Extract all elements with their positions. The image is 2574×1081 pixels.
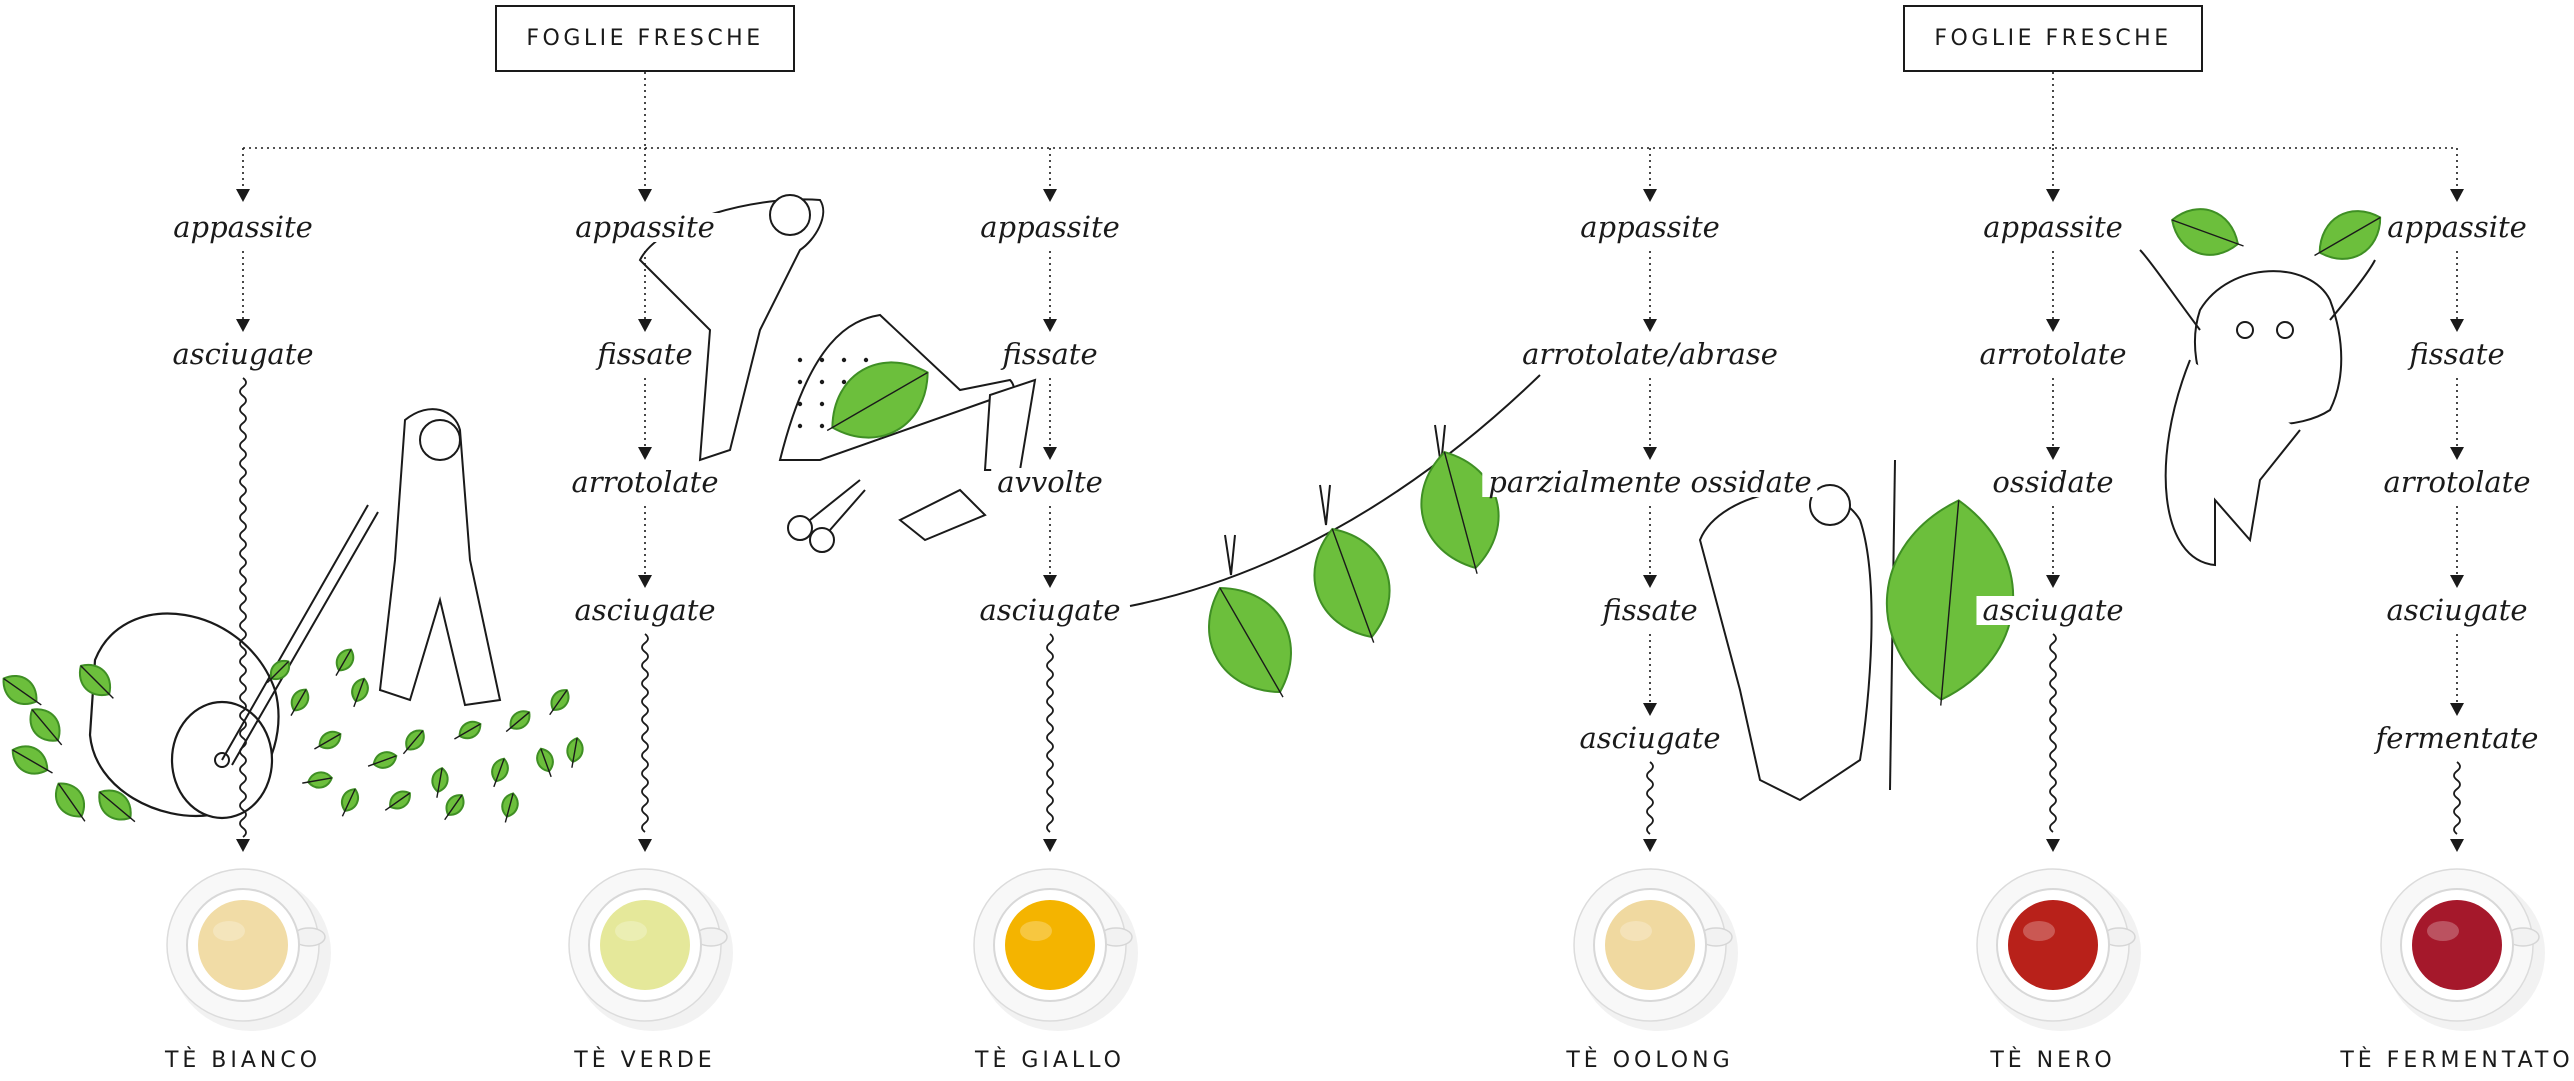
tea-type-label: TÈ VERDE [574,1048,715,1073]
step-label: arrotolate [566,468,725,497]
wavy-connector [2050,634,2056,832]
step-label: arrotolate [1974,340,2133,369]
wavy-connector [1047,634,1053,832]
branch-arrowhead [1043,189,1057,202]
step-label: fissate [591,340,698,369]
tea-type-label: TÈ FERMENTATO [2340,1048,2573,1073]
step-label: appassite [569,213,721,242]
step-arrowhead [236,319,250,332]
cup-arrowhead [236,839,250,852]
step-arrowhead [1643,447,1657,460]
step-arrowhead [2450,575,2464,588]
wavy-connector [1647,762,1653,834]
source-box-right: FOGLIE FRESCHE [1903,5,2203,72]
step-label: asciugate [2380,596,2533,625]
source-label: FOGLIE FRESCHE [526,26,763,51]
step-arrowhead [2450,319,2464,332]
cup-arrowhead [2046,839,2060,852]
cup-arrowhead [1643,839,1657,852]
step-label: appassite [2381,213,2533,242]
step-label: appassite [1574,213,1726,242]
step-label: arrotolate/abrase [1516,340,1784,369]
tea-type-label: TÈ NERO [1990,1048,2115,1073]
step-arrowhead [2046,575,2060,588]
step-label: avvolte [991,468,1109,497]
step-arrowhead [1643,575,1657,588]
step-label: fissate [996,340,1103,369]
step-label: fissate [2403,340,2510,369]
step-arrowhead [1043,319,1057,332]
branch-arrowhead [1643,189,1657,202]
step-arrowhead [638,319,652,332]
cup-arrowhead [2450,839,2464,852]
wavy-connector [240,378,246,837]
tea-type-label: TÈ OOLONG [1566,1048,1733,1073]
step-arrowhead [2046,447,2060,460]
wavy-connector [642,634,648,832]
step-arrowhead [1643,703,1657,716]
step-arrowhead [1043,575,1057,588]
tea-type-label: TÈ BIANCO [165,1048,321,1073]
step-label: asciugate [1976,596,2129,625]
source-box-left: FOGLIE FRESCHE [495,5,795,72]
step-label: asciugate [1573,724,1726,753]
step-arrowhead [638,447,652,460]
branch-arrowhead [2450,189,2464,202]
step-label: arrotolate [2378,468,2537,497]
step-label: asciugate [568,596,721,625]
tea-type-label: TÈ GIALLO [975,1048,1125,1073]
step-label: appassite [167,213,319,242]
step-label: fissate [1596,596,1703,625]
step-arrowhead [2046,319,2060,332]
wavy-connector [2454,762,2460,834]
step-label: asciugate [166,340,319,369]
step-label: asciugate [973,596,1126,625]
step-arrowhead [1043,447,1057,460]
step-label: fermentate [2370,724,2545,753]
branch-arrowhead [638,189,652,202]
cup-arrowhead [638,839,652,852]
branch-arrowhead [236,189,250,202]
source-label: FOGLIE FRESCHE [1934,26,2171,51]
step-label: ossidate [1986,468,2119,497]
step-arrowhead [2450,447,2464,460]
cup-arrowhead [1043,839,1057,852]
branch-arrowhead [2046,189,2060,202]
step-label: parzialmente ossidate [1482,468,1817,497]
step-arrowhead [638,575,652,588]
step-label: appassite [1977,213,2129,242]
step-arrowhead [1643,319,1657,332]
step-label: appassite [974,213,1126,242]
step-arrowhead [2450,703,2464,716]
